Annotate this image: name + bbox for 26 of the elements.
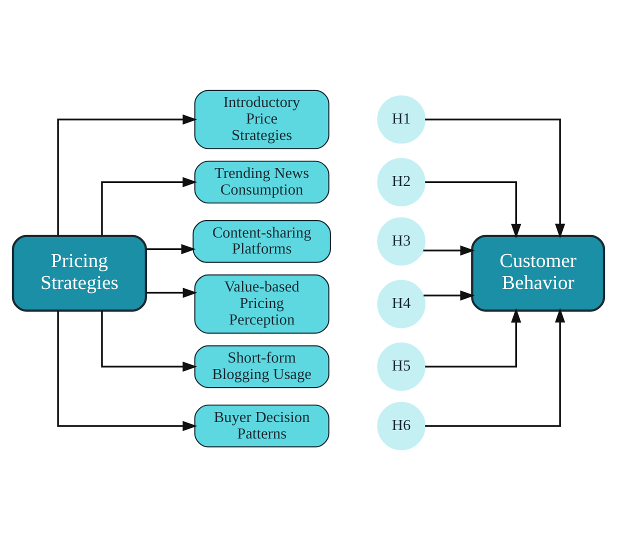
node-circle: H3 [377, 216, 426, 266]
node-box: Content-sharing Platforms [192, 220, 332, 262]
arrow [425, 307, 566, 426]
node-circle: H5 [377, 342, 426, 390]
arrow [101, 176, 198, 236]
arrow [57, 310, 198, 431]
node-box: Value-based Pricing Perception [194, 274, 330, 334]
node-circle: H6 [377, 401, 426, 450]
arrow [57, 114, 198, 236]
arrow [101, 310, 198, 372]
arrow [425, 308, 522, 368]
node-box: Customer Behavior [471, 234, 606, 312]
arrow [423, 244, 475, 256]
arrow [425, 118, 566, 238]
node-box: Pricing Strategies [12, 234, 148, 312]
arrow [146, 244, 196, 254]
node-box: Buyer Decision Patterns [194, 404, 330, 447]
node-box: Introductory Price Strategies [194, 89, 330, 149]
arrow [146, 287, 198, 298]
node-box: Short-form Blogging Usage [194, 344, 330, 388]
node-box: Trending News Consumption [194, 160, 330, 204]
node-circle: H2 [377, 157, 426, 206]
arrow [425, 180, 522, 238]
node-circle: H1 [377, 94, 426, 144]
arrow [424, 290, 475, 300]
node-circle: H4 [377, 279, 426, 328]
